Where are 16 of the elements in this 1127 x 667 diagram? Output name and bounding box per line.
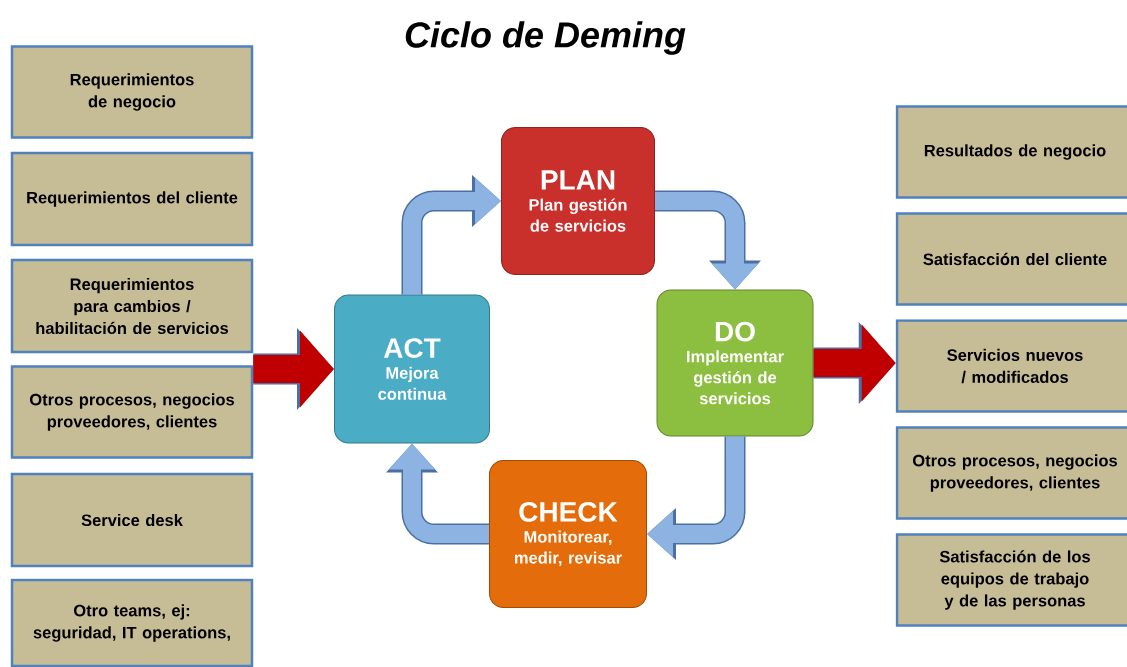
input-box: Otros procesos, negocios proveedores, clientes [10,365,254,459]
input-box: Service desk [10,472,254,568]
input-box: Requerimientos del cliente [10,151,254,247]
input-box: Otro teams, ej: seguridad, IT operations, [10,578,254,667]
title: Ciclo de Deming [405,21,686,55]
output-box: Satisfacción de los equipos de trabajo y de las personas [895,533,1127,627]
output-box: Otros procesos, negocios proveedores, clientes [895,426,1127,520]
phase-box: PLAN Plan gestión de servicios [501,127,655,275]
input-box: Requerimientos para cambios / habilitación de servicios [10,258,254,354]
phase-box: DO Implementar gestión de servicios [656,289,814,437]
phase-box: ACT Mejora continua [334,294,490,444]
output-box: Servicios nuevos / modificados [895,319,1127,413]
input-box: Requerimientos de negocio [10,45,254,139]
phase-box: CHECK Monitorear, medir, revisar [489,460,647,608]
output-box: Resultados de negocio [895,105,1127,199]
output-box: Satisfacción del cliente [895,212,1127,306]
